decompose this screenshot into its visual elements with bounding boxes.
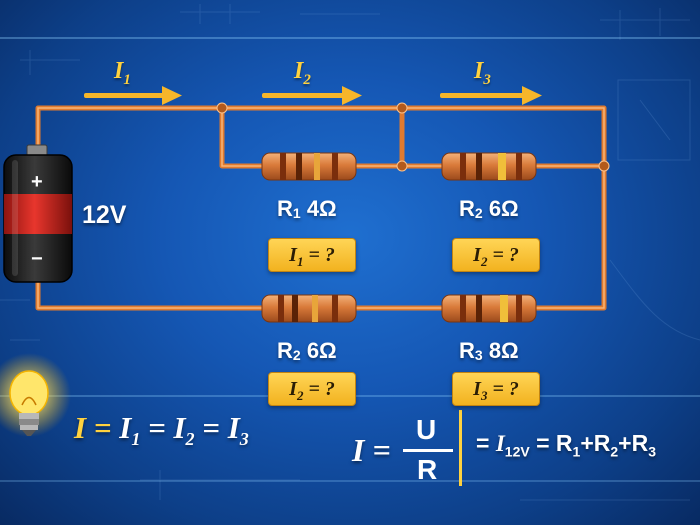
arrow-right-icon [262,86,362,105]
resistor-r2-drawing [441,152,537,181]
arrow-right-icon [84,86,182,105]
junction-node [598,160,610,172]
battery-plus-sign: + [31,171,43,193]
current-label-i2: I2 [294,58,311,88]
resistor-r2-lower-drawing [261,294,357,323]
current-arrows [84,86,542,105]
formula-ohm-denominator: R [417,454,438,485]
resistor-r1-drawing [261,152,357,181]
question-badge-i2-lower: I2 = ? [268,372,356,406]
resistor-label-r2-lower: R2 6Ω [277,338,337,363]
current-label-i1: I1 [114,58,131,88]
formula-series-current: I = I1 = I2 = I3 [74,410,249,450]
resistor-r3-drawing [441,294,537,323]
junction-node [396,160,408,172]
resistor-label-r2: R2 6Ω [459,196,519,221]
question-badge-i2: I2 = ? [452,238,540,272]
current-label-i3: I3 [474,58,491,88]
junction-node [216,102,228,114]
formula-decorations [403,410,462,486]
question-badge-i1: I1 = ? [268,238,356,272]
battery-voltage-label: 12V [82,201,127,229]
wire-junctions [216,102,610,172]
formula-ohm-lhs: I = [352,432,391,468]
arrow-right-icon [440,86,542,105]
formula-resistance-sum: = I12V = R1+R2+R3 [476,430,657,460]
resistor-label-r1: R1 4Ω [277,196,337,221]
blueprint-background [0,4,700,501]
junction-node [396,102,408,114]
question-badge-i3: I3 = ? [452,372,540,406]
battery-icon [3,144,73,283]
resistor-label-r3: R3 8Ω [459,338,519,363]
formula-ohm-numerator: U [416,414,437,445]
light-bulb-icon [0,353,71,437]
battery-minus-sign: − [31,248,43,270]
